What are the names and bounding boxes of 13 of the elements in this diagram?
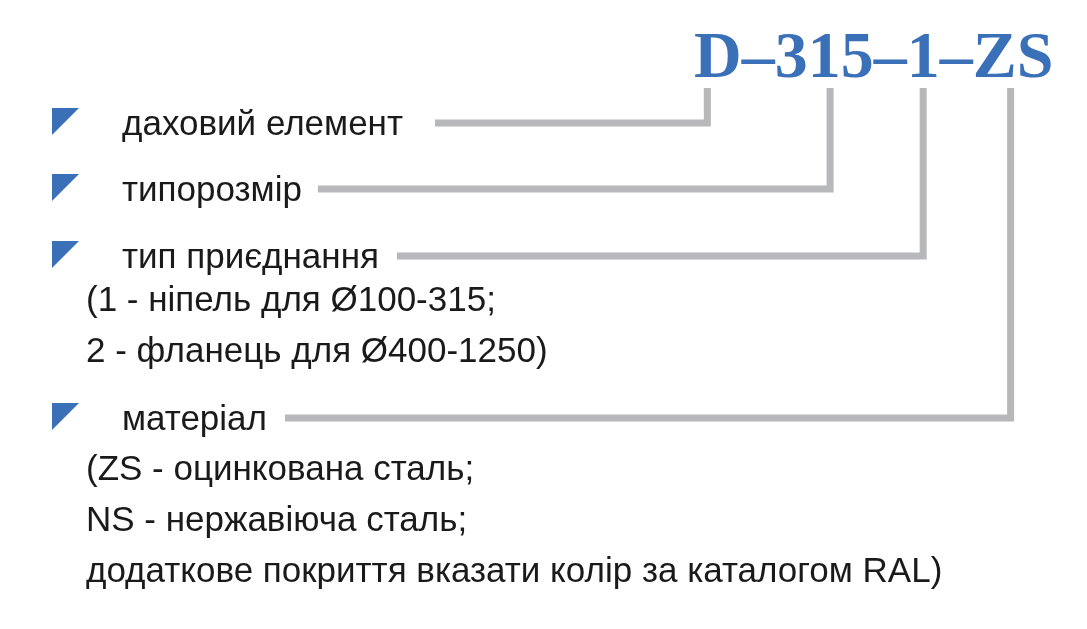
code-label: D (694, 22, 742, 88)
separator-dash: – (873, 22, 907, 88)
description-text: матеріал (122, 398, 267, 438)
code-label: 315 (774, 22, 874, 88)
separator-dash: – (939, 22, 973, 88)
note-text: (ZS - оцинкована сталь; NS - нержавіюча сталь; додаткове покриття вказати колір за каталогом RAL) (86, 447, 943, 591)
description-text: типорозмір (122, 169, 302, 209)
separator-dash: – (741, 22, 775, 88)
note-text: (1 - ніпель для Ø100-315; 2 - фланець для Ø400-1250) (86, 278, 548, 371)
code-label: ZS (972, 22, 1054, 88)
description-text: даховий елемент (122, 103, 403, 143)
code-label: 1 (906, 22, 940, 88)
description-text: тип приєднання (122, 236, 379, 276)
